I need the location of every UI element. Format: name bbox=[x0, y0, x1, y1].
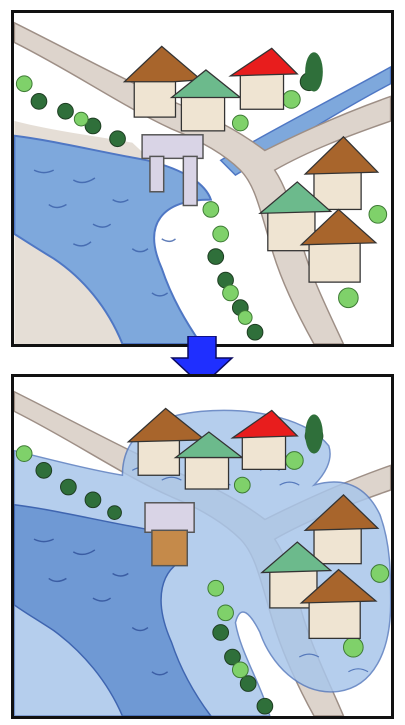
water-gate bbox=[145, 503, 194, 566]
village-before-flood-illustration bbox=[14, 13, 391, 344]
after-flood-panel bbox=[11, 374, 394, 719]
before-flood-panel bbox=[11, 10, 394, 347]
village-flooded-illustration bbox=[14, 377, 391, 716]
